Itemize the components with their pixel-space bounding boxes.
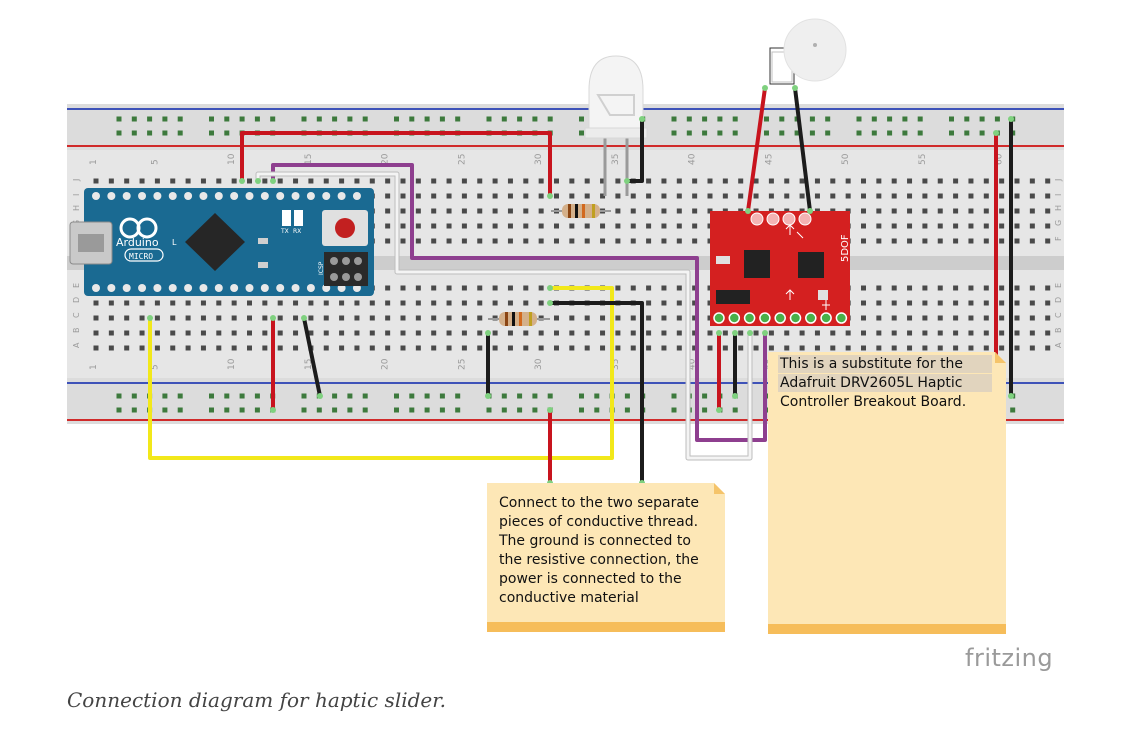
breadboard-diagram: 1155101015152020252530303535404045455050…	[67, 18, 1064, 634]
column-number: 40	[688, 153, 698, 165]
figure-caption: Connection diagram for haptic slider.	[67, 688, 446, 712]
row-letter: J	[72, 179, 81, 182]
arduino-model: MICRO	[129, 252, 153, 261]
column-number: 35	[611, 154, 621, 165]
column-number: 25	[457, 154, 467, 165]
wire-black-led	[625, 117, 644, 183]
note-substitute	[768, 352, 1006, 634]
column-number: 60	[995, 153, 1005, 165]
fritzing-logo: fritzing	[965, 644, 1054, 672]
sensor-breakout-board: 5DOF	[710, 211, 851, 326]
vibration-motor	[769, 18, 847, 85]
rx-label: RX	[293, 228, 301, 235]
row-letter: A	[72, 342, 81, 348]
arduino-l-mark: L	[172, 238, 177, 247]
row-letter: I	[72, 194, 81, 196]
column-number: 10	[227, 153, 237, 165]
wire-yellow	[148, 286, 614, 460]
row-letters: JJIIHHGGFFEEDDCCBBAA	[72, 179, 1063, 348]
row-letter: E	[72, 283, 81, 288]
column-number: 1	[89, 159, 99, 165]
wire-black-motor	[793, 86, 812, 213]
wire-black-low	[302, 316, 322, 398]
column-number: 10	[227, 358, 237, 370]
column-number: 15	[304, 154, 314, 165]
arduino-brand: Arduino	[116, 236, 159, 249]
icsp-label: ICSP	[318, 261, 325, 275]
row-letter: H	[1054, 205, 1063, 211]
wire-purple	[271, 163, 767, 442]
mcu-chip	[185, 213, 245, 271]
row-letter: G	[1054, 220, 1063, 226]
wire-red-motor	[746, 86, 767, 213]
row-letter: C	[72, 312, 81, 318]
column-number: 25	[457, 359, 467, 370]
row-letter: H	[72, 205, 81, 211]
column-number: 15	[304, 359, 314, 370]
row-letter: A	[1054, 342, 1063, 348]
wire-white-core	[256, 172, 752, 460]
led-component	[584, 55, 648, 196]
row-letter: F	[1054, 236, 1063, 241]
row-letter: D	[1054, 297, 1063, 303]
row-letter: D	[72, 297, 81, 303]
column-number: 50	[841, 153, 851, 165]
column-number: 20	[381, 358, 391, 370]
tx-label: TX	[280, 228, 289, 235]
column-number: 5	[150, 159, 160, 165]
column-number: 35	[611, 359, 621, 370]
note-substitute-text: This is a substitute for the Adafruit DR…	[780, 356, 967, 410]
column-number: 1	[89, 364, 99, 370]
column-number: 5	[150, 364, 160, 370]
column-number: 40	[688, 358, 698, 370]
resistor-bottom	[488, 312, 550, 326]
note-thread-text: Connect to the two separate pieces of co…	[499, 495, 700, 606]
row-letter: C	[1054, 312, 1063, 318]
top-power-rail	[67, 104, 1064, 150]
wire-red-top	[240, 131, 552, 198]
column-number: 45	[764, 154, 774, 165]
column-number: 20	[381, 153, 391, 165]
sensor-label: 5DOF	[840, 234, 851, 262]
column-number: 30	[534, 153, 544, 165]
row-letter: E	[1054, 283, 1063, 288]
resistor-top	[551, 204, 611, 218]
arduino-micro-board: Arduino MICRO L TX RX ICSP	[69, 188, 374, 296]
row-letter: B	[1054, 328, 1063, 334]
row-letter: B	[72, 328, 81, 334]
note-thread	[487, 483, 725, 632]
row-letter: J	[1054, 179, 1063, 182]
row-letter: I	[1054, 194, 1063, 196]
column-number: 30	[534, 358, 544, 370]
wire-black-thread	[548, 301, 644, 485]
column-number: 55	[918, 154, 928, 165]
wires	[147, 85, 1014, 486]
